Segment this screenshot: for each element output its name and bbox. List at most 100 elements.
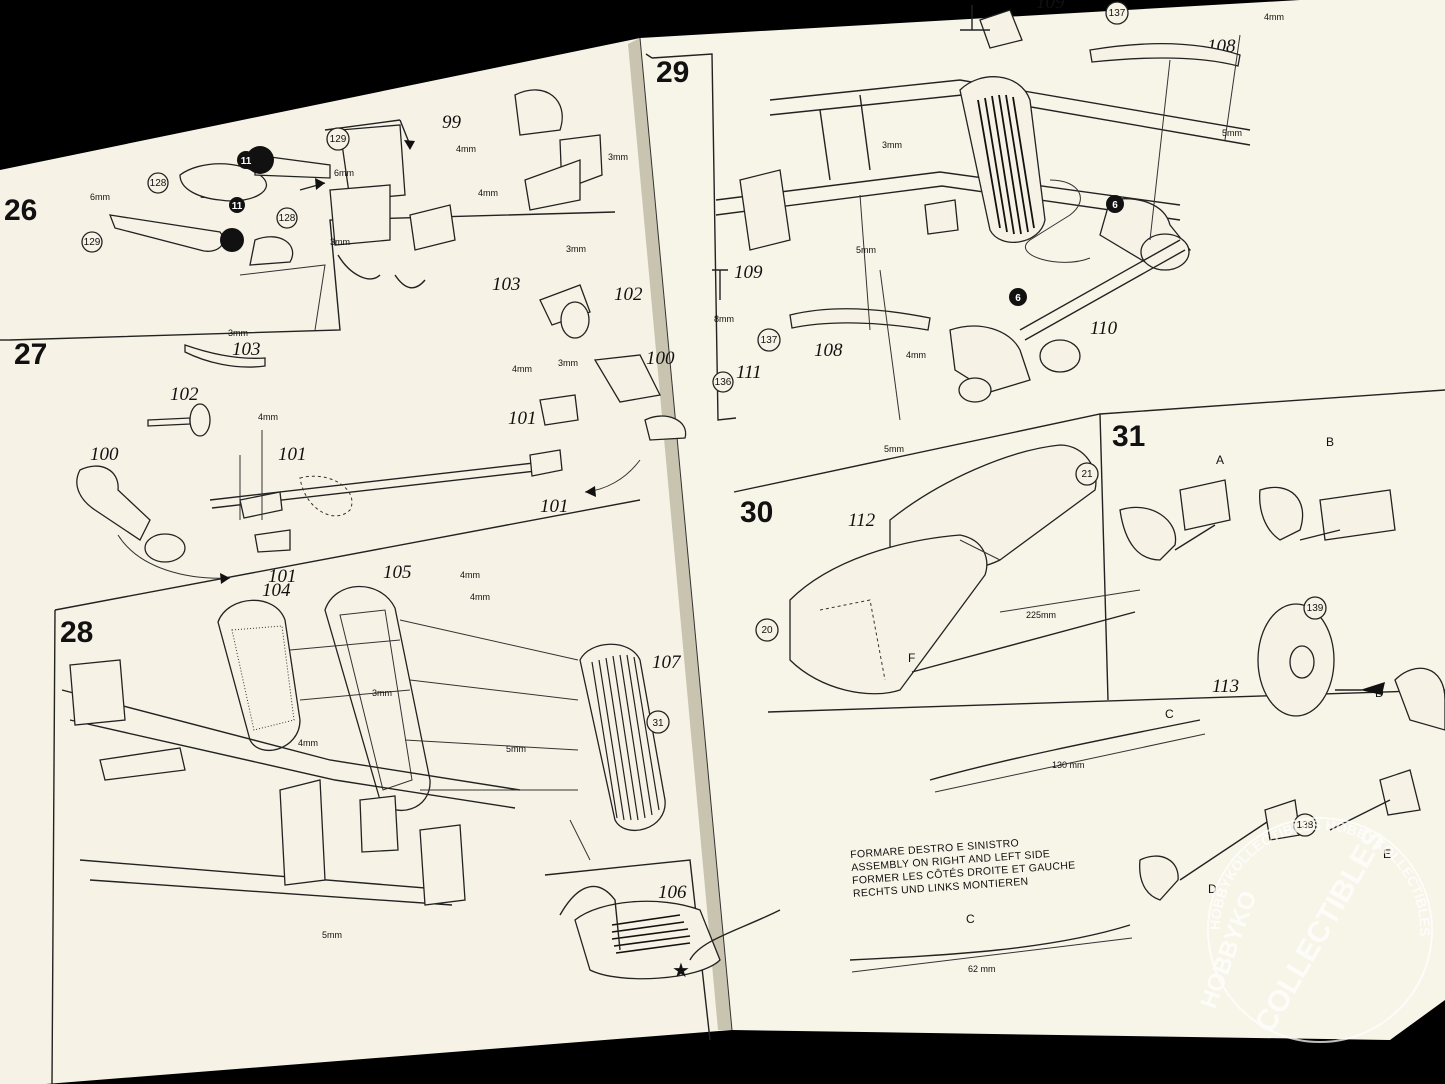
- svg-text:107: 107: [652, 652, 682, 673]
- dimension-label: 6mm: [90, 192, 110, 202]
- svg-text:E: E: [1383, 847, 1391, 861]
- dimension-label: 4mm: [1264, 12, 1284, 22]
- circled-part-number: 31: [652, 718, 664, 729]
- part-label: 99: [442, 112, 462, 133]
- svg-text:101: 101: [508, 408, 537, 429]
- dimension-label: 3mm: [330, 237, 350, 247]
- part-label: 113: [1212, 676, 1239, 697]
- dimension-label: 4mm: [512, 364, 532, 374]
- svg-text:106: 106: [658, 882, 687, 903]
- fastener-callouts: 4mm 4mm 3mm 4mm 5mm 5mm: [298, 570, 526, 940]
- right-panel-borders: [645, 53, 1445, 713]
- circled-part-numbers: 129 128 129 128 11 11: [81, 127, 350, 253]
- fender-drawing: [789, 444, 1141, 695]
- dimension-label: 4mm: [298, 738, 318, 748]
- svg-text:128: 128: [150, 178, 167, 189]
- dimension-label: 5mm: [1222, 128, 1242, 138]
- circled-part-number: 138: [1297, 820, 1314, 831]
- assembly-note: FORMARE DESTRO E SINISTRO ASSEMBLY ON RI…: [850, 837, 1076, 900]
- svg-text:100: 100: [90, 444, 119, 465]
- circled-part-numbers: 137 137 136 6 6: [712, 1, 1129, 393]
- svg-text:136: 136: [715, 377, 732, 388]
- fastener-callouts: 4mm 5mm 3mm 5mm 8mm 4mm 5mm: [714, 12, 1284, 454]
- svg-text:A: A: [1216, 453, 1224, 467]
- step-number: 29: [656, 56, 689, 89]
- part-labels: 104 105 107 106: [262, 562, 687, 903]
- dimension-label: 5mm: [506, 744, 526, 754]
- svg-text:105: 105: [383, 562, 412, 583]
- svg-text:111: 111: [736, 362, 762, 383]
- svg-text:B: B: [1326, 435, 1334, 449]
- hands-and-blades: [1119, 479, 1445, 901]
- dimension-label: 3mm: [228, 328, 248, 338]
- svg-text:D: D: [1208, 882, 1217, 896]
- dimension-label: 3mm: [558, 358, 578, 368]
- parts-drawing: ★: [61, 585, 781, 982]
- step-number: 30: [740, 496, 773, 529]
- dimension-label: 4mm: [478, 188, 498, 198]
- svg-text:102: 102: [170, 384, 199, 405]
- dimension-label: 5mm: [856, 245, 876, 255]
- svg-text:101: 101: [540, 496, 569, 517]
- svg-text:108: 108: [814, 340, 843, 361]
- dimension-label: 3mm: [882, 140, 902, 150]
- dimension-label: 6mm: [334, 168, 354, 178]
- svg-text:128: 128: [279, 213, 296, 224]
- svg-text:11: 11: [232, 201, 243, 212]
- svg-text:137: 137: [761, 335, 778, 346]
- dimension-label: 4mm: [906, 350, 926, 360]
- dimension-label: 130 mm: [1052, 760, 1085, 770]
- step-26: 26 99 98 6mm 6mm 4m: [4, 89, 628, 331]
- dimension-label: 5mm: [884, 444, 904, 454]
- dimension-label: 4mm: [456, 144, 476, 154]
- step-number: 31: [1112, 420, 1145, 453]
- step-28: 28 104 105 107 106: [60, 562, 781, 982]
- svg-text:101: 101: [268, 566, 297, 587]
- svg-text:137: 137: [1109, 8, 1126, 19]
- circled-part-number: 20: [761, 625, 773, 636]
- dimension-label: 225mm: [1026, 610, 1056, 620]
- part-label: 112: [848, 510, 876, 531]
- svg-text:104: 104: [262, 580, 291, 601]
- dimension-label: 8mm: [714, 314, 734, 324]
- parts-drawing: [76, 284, 687, 584]
- part-labels: 103 102 100 101 101 101 103 102 100 101: [90, 274, 675, 587]
- step-27: 27 103 102 100 101 101 101 103 102 100 1…: [14, 244, 687, 587]
- svg-text:103: 103: [232, 339, 261, 360]
- svg-text:101: 101: [278, 444, 307, 465]
- svg-text:110: 110: [1090, 318, 1118, 339]
- dimension-label: 4mm: [470, 592, 490, 602]
- dimension-label: 62 mm: [968, 964, 996, 974]
- dimension-label: 5mm: [322, 930, 342, 940]
- dimension-label: 3mm: [372, 688, 392, 698]
- svg-text:129: 129: [330, 134, 347, 145]
- step-30: 30 112 21 20 225mm F: [740, 444, 1141, 695]
- step-31: 31 113 A B C: [850, 420, 1445, 974]
- circled-part-number: 21: [1081, 469, 1093, 480]
- svg-text:109: 109: [734, 262, 763, 283]
- left-panel-borders: [0, 211, 711, 1084]
- dimension-label: 3mm: [608, 152, 628, 162]
- dimension-label: 4mm: [258, 412, 278, 422]
- step-29: 29 109 108 110 109 108 111: [656, 0, 1284, 454]
- step-number: 26: [4, 194, 37, 227]
- spine-shadow: [628, 38, 732, 1030]
- svg-text:6: 6: [1015, 293, 1021, 304]
- step-number: 27: [14, 338, 47, 371]
- letter-label: F: [908, 651, 915, 665]
- wire-measurements: [849, 719, 1206, 973]
- grille-bars: [591, 654, 660, 821]
- fastener-callouts: 3mm 4mm 3mm 4mm 3mm: [228, 244, 586, 422]
- fastener-callouts: 6mm 6mm 4mm 4mm 3mm 3mm: [90, 144, 628, 247]
- svg-text:11: 11: [241, 156, 252, 167]
- svg-text:109: 109: [1036, 0, 1065, 13]
- svg-text:129: 129: [84, 237, 101, 248]
- chassis-drawing: [712, 5, 1251, 421]
- part-labels: 109 108 110 109 108 111: [734, 0, 1236, 383]
- letter-labels: A B C D E C D: [966, 435, 1391, 926]
- svg-text:102: 102: [614, 284, 643, 305]
- svg-text:C: C: [966, 912, 975, 926]
- svg-text:103: 103: [492, 274, 521, 295]
- svg-text:6: 6: [1112, 200, 1118, 211]
